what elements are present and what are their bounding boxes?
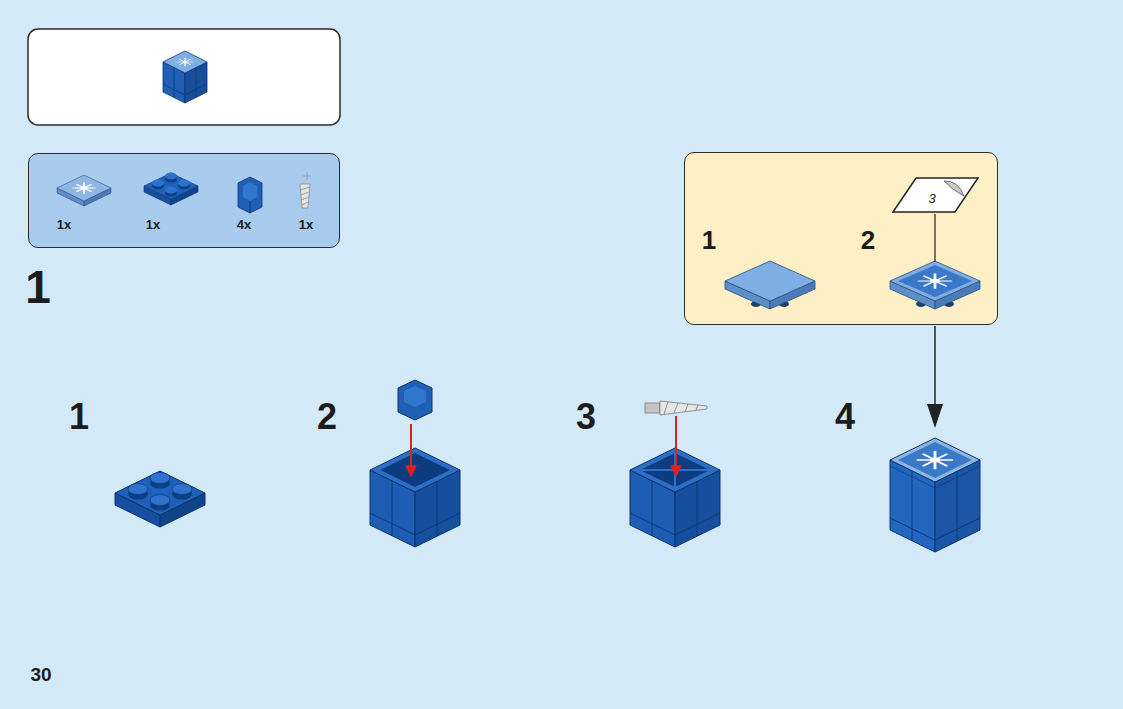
sub-step-number: 4 (835, 399, 855, 435)
printed-tile-part (57, 175, 111, 206)
part-count: 4x (237, 218, 251, 231)
step2-open-box (370, 448, 460, 547)
insert-arrow (675, 416, 677, 476)
callout-printed-tile (890, 261, 980, 309)
callout-number: 2 (861, 227, 875, 253)
plate-part (144, 173, 198, 206)
sticker-leader (934, 214, 935, 262)
callout-tile (725, 261, 815, 309)
insert-arrow (410, 424, 412, 476)
step1-plate (115, 471, 205, 527)
step2-corner-panel (398, 380, 432, 420)
sub-step-number: 3 (576, 399, 596, 435)
part-count: 1x (57, 218, 71, 231)
step-number: 1 (25, 264, 51, 310)
sub-build-callout: 1 2 3 (684, 152, 998, 325)
parts-list-panel: 1x 1x 4x 1x (28, 153, 340, 248)
callout-arrow (927, 326, 943, 428)
part-count: 1x (146, 218, 160, 231)
parts-panel-fill (28, 153, 340, 248)
model-box (28, 29, 340, 125)
part-count: 1x (299, 218, 313, 231)
gift-model (163, 51, 207, 103)
drill-part (300, 172, 311, 208)
step4-gift-cube (890, 438, 980, 552)
corner-panel-part (238, 177, 262, 213)
step3-drill (645, 401, 707, 415)
page-number: 30 (30, 665, 51, 684)
sub-step-number: 1 (69, 399, 89, 435)
sticker-number: 3 (928, 192, 935, 205)
sticker (893, 178, 978, 212)
sub-step-number: 2 (317, 399, 337, 435)
callout-panel-fill (684, 152, 998, 325)
callout-number: 1 (702, 227, 716, 253)
